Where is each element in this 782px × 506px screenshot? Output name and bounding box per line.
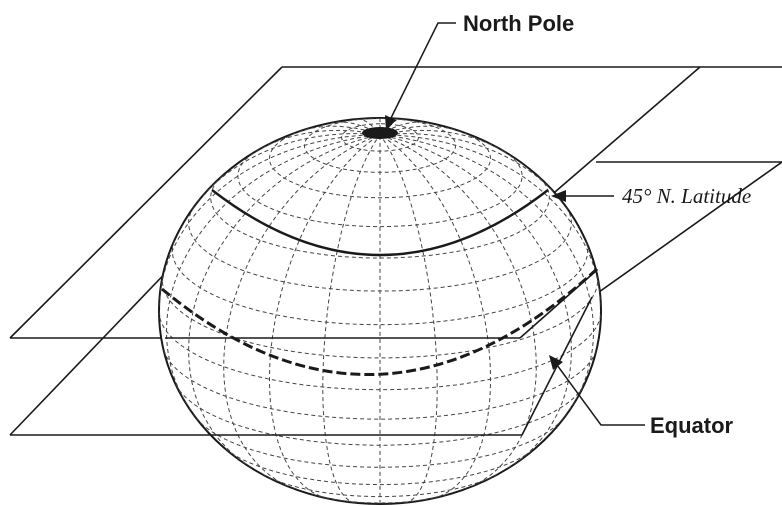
globe-meridian: [223, 134, 381, 490]
latitude-plane-right-edge-over-globe: [519, 269, 598, 339]
globe-meridian: [188, 134, 381, 469]
equator-line: [161, 266, 600, 376]
globe-parallel: [163, 349, 597, 420]
globe-parallel: [224, 448, 536, 486]
globe-meridian: [379, 134, 572, 469]
equator-arrowhead: [549, 355, 563, 370]
north-pole-point: [362, 127, 398, 139]
globe-meridian: [379, 134, 491, 499]
globe-parallel: [237, 148, 523, 228]
globe-meridian: [379, 129, 505, 152]
globe-meridian: [255, 129, 381, 152]
globe-meridian: [165, 134, 381, 418]
north-pole-label: North Pole: [463, 11, 574, 36]
globe-meridian: [159, 134, 380, 307]
globe-meridian: [379, 134, 595, 418]
globe-meridian: [197, 133, 381, 202]
equator-callout: Equator: [549, 355, 734, 438]
latitude-plane-left-edge: [9, 66, 283, 339]
latitude-plane: [9, 66, 782, 339]
equator-label: Equator: [650, 413, 734, 438]
north-pole-arrowhead: [385, 115, 396, 131]
globe-parallel: [268, 127, 492, 199]
equatorial-plane-right-edge: [591, 161, 782, 298]
globe-meridian: [379, 134, 537, 490]
globe-meridian: [380, 134, 601, 307]
globe-meridian: [379, 133, 563, 202]
globe-meridian: [322, 134, 381, 504]
north-pole-leader: [389, 22, 456, 121]
latitude-callout: 45° N. Latitude: [551, 184, 751, 208]
globe-parallel: [161, 274, 599, 359]
latitude-label: 45° N. Latitude: [622, 184, 751, 208]
globe-grid: [159, 118, 601, 504]
globe-meridian: [269, 134, 381, 499]
latitude-plane-right-edge: [547, 66, 701, 199]
equatorial-plane-left-edge: [9, 261, 177, 436]
north-pole-callout: North Pole: [385, 11, 574, 131]
globe-meridian: [379, 134, 438, 504]
globe-parallel: [311, 494, 449, 504]
globe: [158, 117, 602, 505]
latitude-45-line: [211, 189, 549, 257]
equatorial-plane: [9, 161, 782, 436]
equator-leader: [556, 364, 645, 426]
latitude-arrowhead: [551, 190, 566, 202]
